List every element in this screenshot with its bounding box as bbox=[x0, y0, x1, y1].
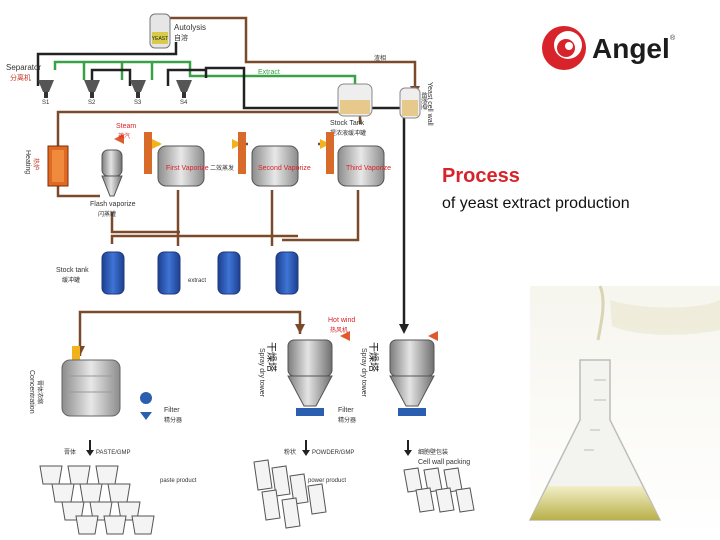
svg-text:POWDER/GMP: POWDER/GMP bbox=[312, 450, 354, 456]
output-paste: 膏体 PASTE/GMP paste product bbox=[64, 440, 197, 484]
arrow-right-icon bbox=[232, 139, 242, 149]
slide-subtitle: of yeast extract production bbox=[442, 195, 630, 212]
stock-tank-mid-label-zh: 缓冲罐 bbox=[62, 276, 80, 284]
hot-wind-arrow-icon bbox=[428, 331, 438, 341]
spray-dry-tower-2: Spray dry tower 干燥塔 bbox=[360, 339, 435, 416]
filter-left-label-zh: 精分器 bbox=[164, 416, 182, 424]
cell-wall-tank: Yeast cell wall 细胞壁 bbox=[399, 82, 433, 126]
spray-dry-tower-1: Spray dry tower 干燥塔 bbox=[258, 339, 333, 416]
powder-product-label: power product bbox=[308, 478, 346, 484]
autolysis-label: Autolysis bbox=[174, 23, 206, 32]
flash-vaporize-label: Flash vaporize bbox=[90, 201, 136, 208]
hot-wind-arrow-icon bbox=[340, 331, 350, 341]
autolysis-label-zh: 自溶 bbox=[174, 33, 188, 42]
arrow-down-icon bbox=[295, 324, 305, 334]
spray-tower-2-label: Spray dry tower bbox=[360, 348, 367, 398]
autolysis-tank-label: YEAST bbox=[152, 36, 168, 42]
svg-text:细胞壁包装: 细胞壁包装 bbox=[418, 448, 448, 456]
steam-arrow-icon bbox=[114, 134, 124, 144]
separator-label: Separator bbox=[6, 63, 41, 72]
stock-tank-mid-label: Stock tank bbox=[56, 267, 89, 274]
filter-left: Filter 精分器 bbox=[140, 392, 182, 424]
output-powder: 粉状 POWDER/GMP power product bbox=[284, 440, 354, 484]
registered-mark: ® bbox=[670, 34, 676, 42]
separator-unit: S1 bbox=[38, 80, 54, 106]
effect-label: 二效蒸发 bbox=[210, 164, 234, 172]
angel-swirl-icon bbox=[542, 26, 586, 70]
yeast-cell-wall-label-zh: 细胞壁 bbox=[420, 92, 428, 110]
steam-label-zh: 蒸汽 bbox=[118, 132, 130, 140]
filter-mid-label: Filter bbox=[338, 407, 354, 414]
cell-wall-bags bbox=[403, 467, 475, 513]
filter-mid: Filter 精分器 bbox=[338, 407, 356, 424]
svg-text:Cell wall packing: Cell wall packing bbox=[418, 459, 470, 466]
extract-label: extract bbox=[188, 278, 206, 284]
autolysis-tank: YEAST Autolysis 自溶 bbox=[149, 13, 206, 49]
svg-text:PASTE/GMP: PASTE/GMP bbox=[96, 450, 131, 456]
concentration-tank: Concentration 膏体浓缩 bbox=[28, 346, 121, 417]
separator-unit: S4 bbox=[176, 80, 192, 106]
paste-product-buckets bbox=[39, 465, 155, 535]
slide-title: Process bbox=[442, 165, 520, 187]
svg-text:S4: S4 bbox=[180, 100, 188, 106]
arrow-down-icon bbox=[399, 324, 409, 334]
filter-left-label: Filter bbox=[164, 407, 180, 414]
erlenmeyer-flask bbox=[528, 359, 662, 521]
vaporizer-first: First Vaporize bbox=[144, 132, 209, 187]
output-cell-wall: 细胞壁包装 Cell wall packing bbox=[404, 440, 470, 466]
svg-text:First Vaporize: First Vaporize bbox=[166, 165, 209, 172]
heating-label-zh: 热炉 bbox=[32, 158, 40, 170]
stock-tank bbox=[157, 251, 181, 295]
paste-product-label: paste product bbox=[160, 478, 197, 484]
powder-product-bags bbox=[253, 459, 327, 529]
arrow-right-icon bbox=[152, 139, 162, 149]
stock-tank-row bbox=[101, 251, 299, 295]
separator-group: Separator 分离机 S1 S2 S3 S4 bbox=[6, 63, 192, 106]
svg-text:Third Vaporize: Third Vaporize bbox=[346, 165, 391, 172]
flash-vaporize-label-zh: 闪蒸罐 bbox=[98, 210, 116, 218]
spray-tower-1-label: Spray dry tower bbox=[258, 348, 265, 398]
yeast-cell-wall-label: Yeast cell wall bbox=[426, 82, 433, 126]
separator-unit: S3 bbox=[130, 80, 146, 106]
concentration-label: Concentration bbox=[28, 370, 35, 414]
concentration-label-zh: 膏体浓缩 bbox=[36, 380, 44, 404]
stock-tank bbox=[101, 251, 125, 295]
svg-text:Second Vaporize: Second Vaporize bbox=[258, 165, 311, 172]
stock-tank bbox=[275, 251, 299, 295]
svg-text:S2: S2 bbox=[88, 100, 96, 106]
heating-unit: Heating 热炉 bbox=[24, 145, 69, 187]
brand-name: Angel bbox=[592, 33, 670, 64]
svg-text:膏体: 膏体 bbox=[64, 448, 76, 456]
hot-wind-label-zh: 热风机 bbox=[330, 326, 348, 334]
spray-tower-2-label-zh: 干燥塔 bbox=[367, 342, 380, 372]
filter-mid-label-zh: 精分器 bbox=[338, 416, 356, 424]
spray-tower-1-label-zh: 干燥塔 bbox=[265, 342, 278, 372]
stock-tank-top-label-zh: 提浓液缓冲罐 bbox=[330, 129, 366, 137]
pouring-stream bbox=[596, 285, 720, 341]
svg-text:S1: S1 bbox=[42, 100, 50, 106]
angel-logo: Angel ® bbox=[542, 26, 676, 70]
arrow-right-icon bbox=[320, 139, 330, 149]
vaporizer-second: Second Vaporize bbox=[238, 132, 311, 187]
extract-line-label: Extract bbox=[258, 69, 280, 76]
flask-photo bbox=[528, 285, 720, 540]
svg-text:S3: S3 bbox=[134, 100, 142, 106]
flash-vaporizer: Flash vaporize 闪蒸罐 bbox=[90, 149, 136, 218]
heating-label: Heating bbox=[24, 150, 31, 174]
separator-unit: S2 bbox=[84, 80, 100, 106]
vaporizer-third: Third Vaporize bbox=[326, 132, 391, 187]
pipes bbox=[36, 16, 417, 356]
svg-text:粉状: 粉状 bbox=[284, 448, 296, 456]
stock-tank-top: Stock Tank 提浓液缓冲罐 bbox=[330, 83, 373, 137]
slag-line-label: 渣相 bbox=[374, 54, 386, 62]
separator-label-zh: 分离机 bbox=[10, 73, 31, 82]
hot-wind-label: Hot wind bbox=[328, 317, 355, 324]
stock-tank bbox=[217, 251, 241, 295]
stock-tank-top-label: Stock Tank bbox=[330, 120, 365, 127]
steam-label: Steam bbox=[116, 123, 136, 130]
